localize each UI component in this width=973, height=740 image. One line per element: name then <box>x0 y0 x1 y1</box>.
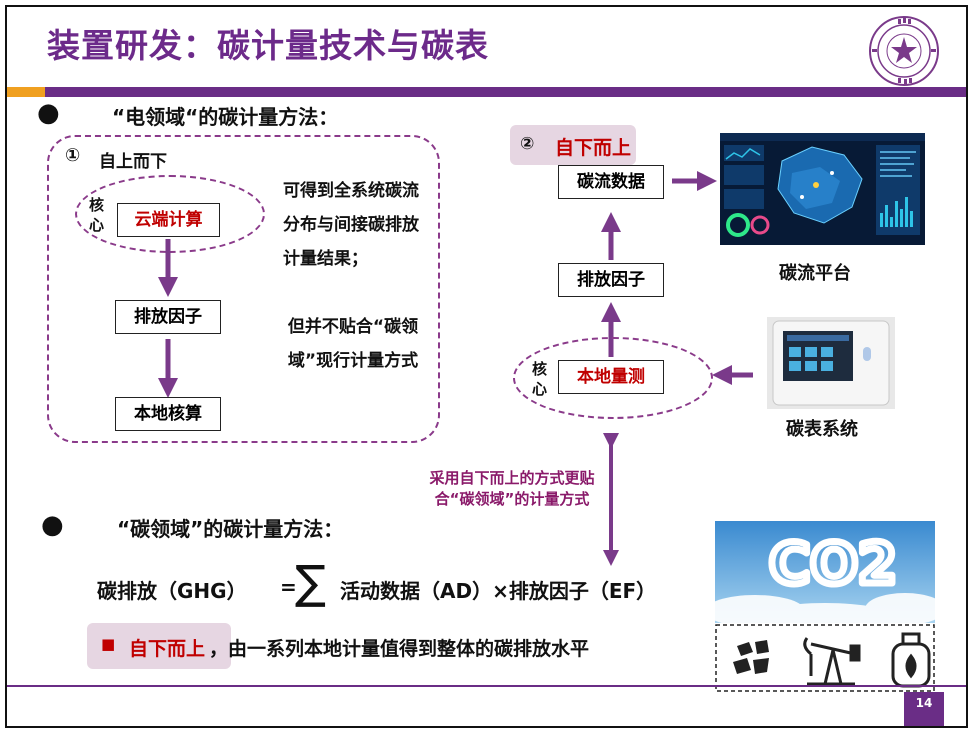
carbon-flow-platform-image <box>720 133 925 245</box>
bullet-1: ● <box>37 98 60 128</box>
fuel-icons-panel <box>715 624 935 692</box>
carbon-flow-data-box: 碳流数据 <box>558 165 664 199</box>
note-square-marker: ■ <box>101 635 116 653</box>
slide-title: 装置研发：碳计量技术与碳表 <box>47 26 489 65</box>
oil-pump-icon <box>803 637 861 686</box>
bullet-2: ● <box>41 510 64 540</box>
local-accounting-box: 本地核算 <box>115 397 221 431</box>
co2-cloud-text: CO2 <box>769 532 897 597</box>
local-measurement-box: 本地量测 <box>558 360 664 394</box>
method2-label: 自下而上 <box>555 137 632 159</box>
method1-group <box>47 135 440 443</box>
note-highlight-bg <box>87 623 231 669</box>
carbon-meter-device-image <box>767 317 895 409</box>
header-band-orange <box>7 87 45 97</box>
formula-left: 碳排放（GHG） <box>97 579 247 603</box>
method2-number: ② <box>520 134 535 154</box>
note-bottom-up: 自下而上 <box>129 638 206 660</box>
university-seal-logo <box>869 16 939 86</box>
method1-desc-2: 但并不贴合“碳领域”现行计量方式 <box>287 317 419 371</box>
method1-desc-1: 可得到全系统碳流分布与间接碳排放计量结果； <box>283 181 419 269</box>
m2-emission-factor-box: 排放因子 <box>558 263 664 297</box>
section2-heading: “碳领域”的碳计量方法： <box>117 517 344 541</box>
m1-emission-factor-box: 排放因子 <box>115 300 221 334</box>
co2-cloud-image: CO2 <box>715 521 935 623</box>
slide: 装置研发：碳计量技术与碳表 ● “电领域“的碳计量方法： ① 自上而下 核心 云… <box>5 5 968 728</box>
method2-label-bg <box>510 125 636 165</box>
method1-label: 自上而下 <box>99 152 167 172</box>
formula-equals: = <box>280 575 297 599</box>
header-band-purple <box>45 87 966 97</box>
note-rest: ，由一系列本地计量值得到整体的碳排放水平 <box>209 638 590 660</box>
bottom-up-note: 采用自下而上的方式更贴合“碳领域”的计量方式 <box>429 469 595 508</box>
formula-right: 活动数据（AD）×排放因子（EF） <box>340 579 657 603</box>
coal-icon <box>733 640 769 674</box>
cloud-compute-box: 云端计算 <box>117 203 220 237</box>
footer-line <box>7 685 966 687</box>
page-number: 14 <box>904 692 944 726</box>
section1-heading: “电领域“的碳计量方法： <box>112 105 339 129</box>
method1-core-label: 核心 <box>89 196 105 234</box>
method2-core-ellipse <box>513 337 713 419</box>
formula-sum-symbol: ∑ <box>295 555 326 609</box>
carbon-flow-platform-label: 碳流平台 <box>779 263 851 284</box>
method2-core-label: 核心 <box>532 360 548 398</box>
method1-number: ① <box>65 145 81 166</box>
carbon-meter-system-label: 碳表系统 <box>786 419 858 440</box>
